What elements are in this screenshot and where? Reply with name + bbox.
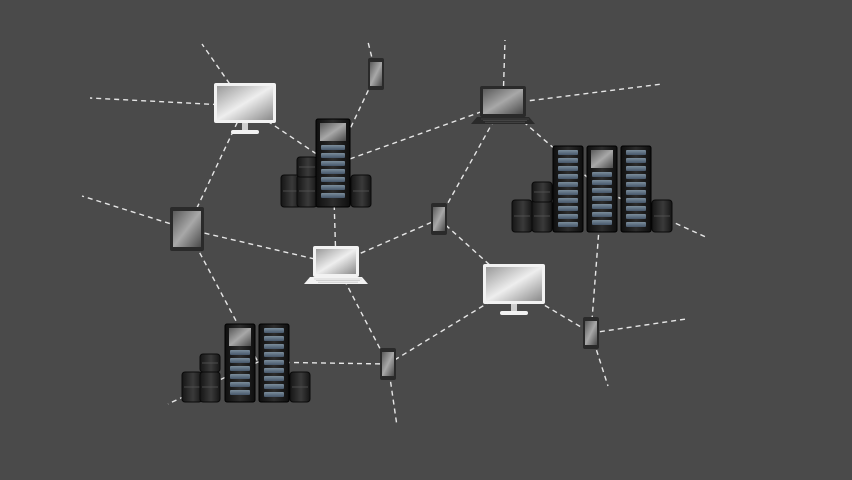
offscreen-connection-line [502,83,663,105]
monitor-icon [214,83,276,134]
server-rack-icon [511,145,673,233]
phone-icon [431,203,447,235]
tablet-icon [170,207,204,251]
offscreen-connection-line [590,318,687,334]
connection-line [186,228,259,363]
offscreen-connection-line [89,97,246,107]
phone-icon [583,317,599,349]
monitor-icon [483,264,545,315]
laptop-icon [304,246,368,284]
laptop-icon [471,86,535,124]
connection-line [513,286,592,334]
server-rack-icon [181,323,311,403]
offscreen-connection-line [367,41,377,75]
server-rack-icon [280,118,372,208]
offscreen-connection-line [81,195,188,230]
connection-line [186,228,337,265]
phone-icon [368,58,384,90]
connection-line [387,286,515,365]
phone-icon [380,348,396,380]
connection-line [332,103,504,166]
connection-line [590,189,603,334]
connection-line [186,105,246,230]
nodes-layer [170,58,673,403]
